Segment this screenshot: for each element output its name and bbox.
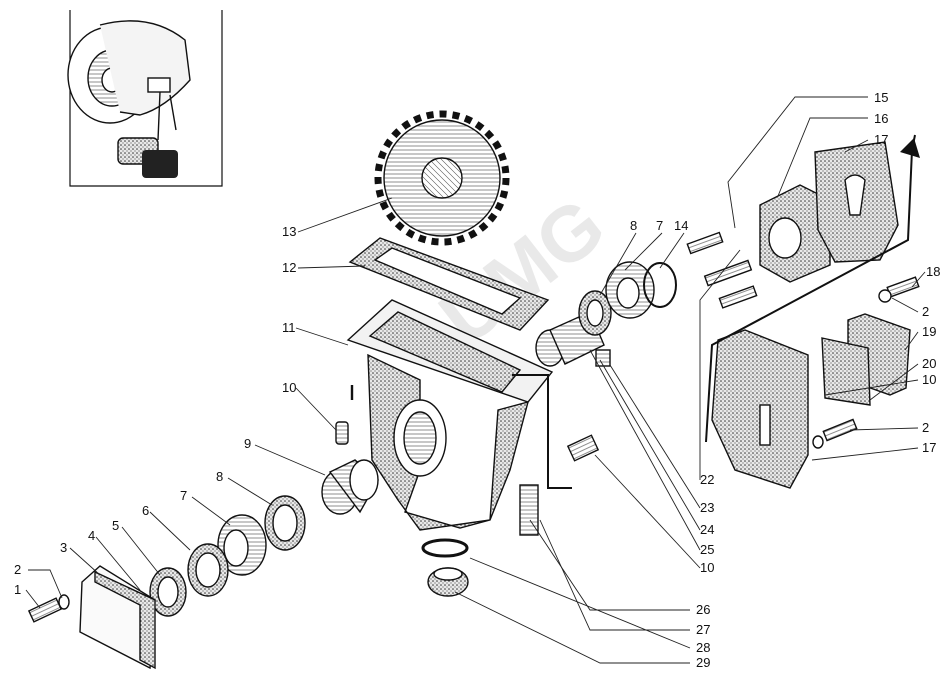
part-15-bolts <box>686 231 758 309</box>
callout-2a: 2 <box>14 562 21 577</box>
callout-8b: 8 <box>630 218 637 233</box>
assembly-line-center <box>512 374 572 489</box>
part-29-nut <box>427 567 469 597</box>
callout-2b: 2 <box>922 304 929 319</box>
part-5-ring <box>149 567 187 617</box>
callout-10c: 10 <box>700 560 714 575</box>
part-17-plate-top <box>814 141 899 263</box>
callout-12: 12 <box>282 260 296 275</box>
callout-6: 6 <box>142 503 149 518</box>
callout-22: 22 <box>700 472 714 487</box>
callout-27: 27 <box>696 622 710 637</box>
part-7-bearing-left <box>217 514 267 576</box>
part-16-pump-body <box>759 184 831 283</box>
callout-24: 24 <box>700 522 714 537</box>
callout-labels: 13 12 11 10 9 8 7 6 5 4 3 2 1 8 7 14 15 … <box>14 90 940 670</box>
callout-5: 5 <box>112 518 119 533</box>
callout-7b: 7 <box>656 218 663 233</box>
part-13-gear <box>374 110 510 246</box>
inset-assembly-view <box>67 10 223 187</box>
part-28-oring <box>421 538 469 558</box>
part-14-circlip <box>643 262 677 308</box>
part-6-ring <box>187 543 229 597</box>
part-10-pin <box>335 421 349 445</box>
callout-8a: 8 <box>216 469 223 484</box>
part-3-cover-plate <box>79 565 156 670</box>
callout-20: 20 <box>922 356 936 371</box>
callout-15: 15 <box>874 90 888 105</box>
part-11-housing <box>346 299 554 531</box>
part-8-ring-left <box>264 495 306 551</box>
callout-9: 9 <box>244 436 251 451</box>
callout-11: 11 <box>282 320 296 335</box>
callout-16: 16 <box>874 111 888 126</box>
callout-19: 19 <box>922 324 936 339</box>
callout-18: 18 <box>926 264 940 279</box>
arrow-head-icon <box>900 138 920 158</box>
callout-29: 29 <box>696 655 710 670</box>
part-9-roller-bearing <box>321 459 379 515</box>
callout-1: 1 <box>14 582 21 597</box>
callout-23: 23 <box>700 500 714 515</box>
part-25-sleeve <box>566 434 600 462</box>
callout-10b: 10 <box>922 372 936 387</box>
part-1-bolt <box>27 594 70 623</box>
callout-25: 25 <box>700 542 714 557</box>
part-7-bearing-right <box>605 261 655 319</box>
leader-lines <box>25 96 926 664</box>
callout-4: 4 <box>88 528 95 543</box>
callout-2c: 2 <box>922 420 929 435</box>
callout-3: 3 <box>60 540 67 555</box>
part-20-gasket <box>821 337 871 406</box>
part-26-plug <box>519 484 539 536</box>
callout-7a: 7 <box>180 488 187 503</box>
callout-26: 26 <box>696 602 710 617</box>
part-2-bolt-right <box>812 418 858 449</box>
callout-14: 14 <box>674 218 688 233</box>
part-22-cover-block <box>711 329 809 489</box>
callout-13: 13 <box>282 224 296 239</box>
part-8-ring-right <box>578 290 612 336</box>
callout-10a: 10 <box>282 380 296 395</box>
part-23-fitting <box>595 349 611 367</box>
part-18-bolt <box>878 276 920 303</box>
callout-17a: 17 <box>874 132 888 147</box>
part-12-gasket <box>348 237 550 331</box>
callout-17b: 17 <box>922 440 936 455</box>
callout-28: 28 <box>696 640 710 655</box>
